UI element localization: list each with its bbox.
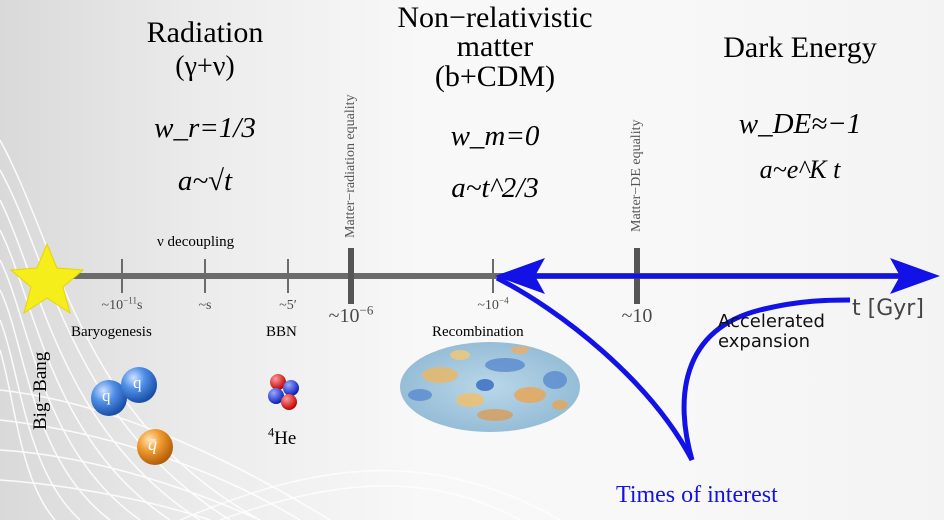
time-axis-label: t [Gyr] — [852, 296, 924, 321]
radiation-eos-text: w_r=1/3 — [154, 112, 256, 144]
times-of-interest-curve — [495, 275, 695, 462]
tick-label-5min: ~5′ — [258, 298, 318, 314]
bbn-label: BBN — [266, 324, 297, 340]
recombination-label: Recombination — [432, 324, 524, 340]
quark-letter: q — [102, 386, 111, 405]
accelerated-expansion-curve — [681, 297, 851, 461]
matter-scale-factor: a~t^2/3 — [451, 172, 539, 204]
antiquark-sphere — [137, 429, 173, 465]
dark-energy-era-title: Dark Energy — [723, 31, 877, 64]
quark-letter: q — [133, 373, 142, 392]
radiation-era-title: Radiation — [146, 16, 264, 49]
radiation-scale-factor: a~√t — [177, 165, 233, 197]
tick-value: ~5 — [279, 298, 294, 313]
tick-exponent: −4 — [498, 295, 509, 306]
big-bang-label: Big−Bang — [30, 351, 51, 430]
tick-label-1e-6: ~10−6 — [306, 302, 396, 328]
big-bang-star-icon — [9, 242, 85, 315]
radiation-era-subtitle: (γ+ν) — [175, 51, 235, 82]
baryogenesis-label: Baryogenesis — [71, 324, 152, 340]
helium-symbol: He — [274, 428, 297, 449]
tick-label-10: ~10 — [597, 305, 677, 328]
tick-unit: ′ — [293, 298, 297, 313]
matter-era-title-line2: matter — [456, 30, 534, 63]
cmb-map-image — [400, 342, 580, 432]
tick-value: ~10 — [101, 298, 124, 313]
tick-value: ~10 — [477, 298, 499, 313]
left-arrowhead — [495, 258, 545, 294]
expansion-line: expansion — [718, 331, 811, 352]
matter-era-subtitle: (b+CDM) — [434, 60, 556, 93]
right-arrowhead — [890, 258, 940, 294]
matter-era-title-line1: Non−relativistic — [397, 1, 593, 34]
quark-sphere — [91, 380, 127, 416]
tick-exponent: −6 — [359, 302, 374, 318]
tick-value: ~s — [198, 298, 212, 313]
tick-label-1e-11s: ~10−11s — [82, 295, 162, 314]
radiation-eos: w_r=1/3 — [120, 112, 290, 145]
tick-value: ~10 — [328, 305, 360, 327]
dark-energy-scale-factor: a~e^K t — [759, 155, 841, 184]
tick-value: ~10 — [621, 305, 653, 327]
tick-unit: s — [137, 298, 143, 313]
accelerated-line: Accelerated — [718, 311, 825, 332]
quark-sphere — [121, 367, 157, 403]
nu-decoupling-label: ν decoupling — [157, 234, 235, 250]
times-of-interest-label: Times of interest — [616, 482, 778, 508]
tick-label-1e-4: ~10−4 — [458, 295, 528, 314]
tick-exponent: −11 — [123, 295, 137, 306]
dark-energy-eos: w_DE≈−1 — [738, 108, 862, 140]
helium-mass-number: 4 — [268, 425, 275, 440]
antiquark-letter: q̄ — [148, 434, 157, 454]
tick-label-s: ~s — [175, 298, 235, 314]
matter-radiation-equality-label: Matter−radiation equality — [343, 94, 358, 238]
matter-de-equality-label: Matter−DE equality — [629, 119, 644, 232]
accelerated-expansion-label: Accelerated expansion — [718, 312, 825, 352]
helium-nucleus-icon — [268, 374, 299, 410]
matter-eos: w_m=0 — [450, 120, 540, 152]
helium-label: 4He — [268, 425, 297, 450]
